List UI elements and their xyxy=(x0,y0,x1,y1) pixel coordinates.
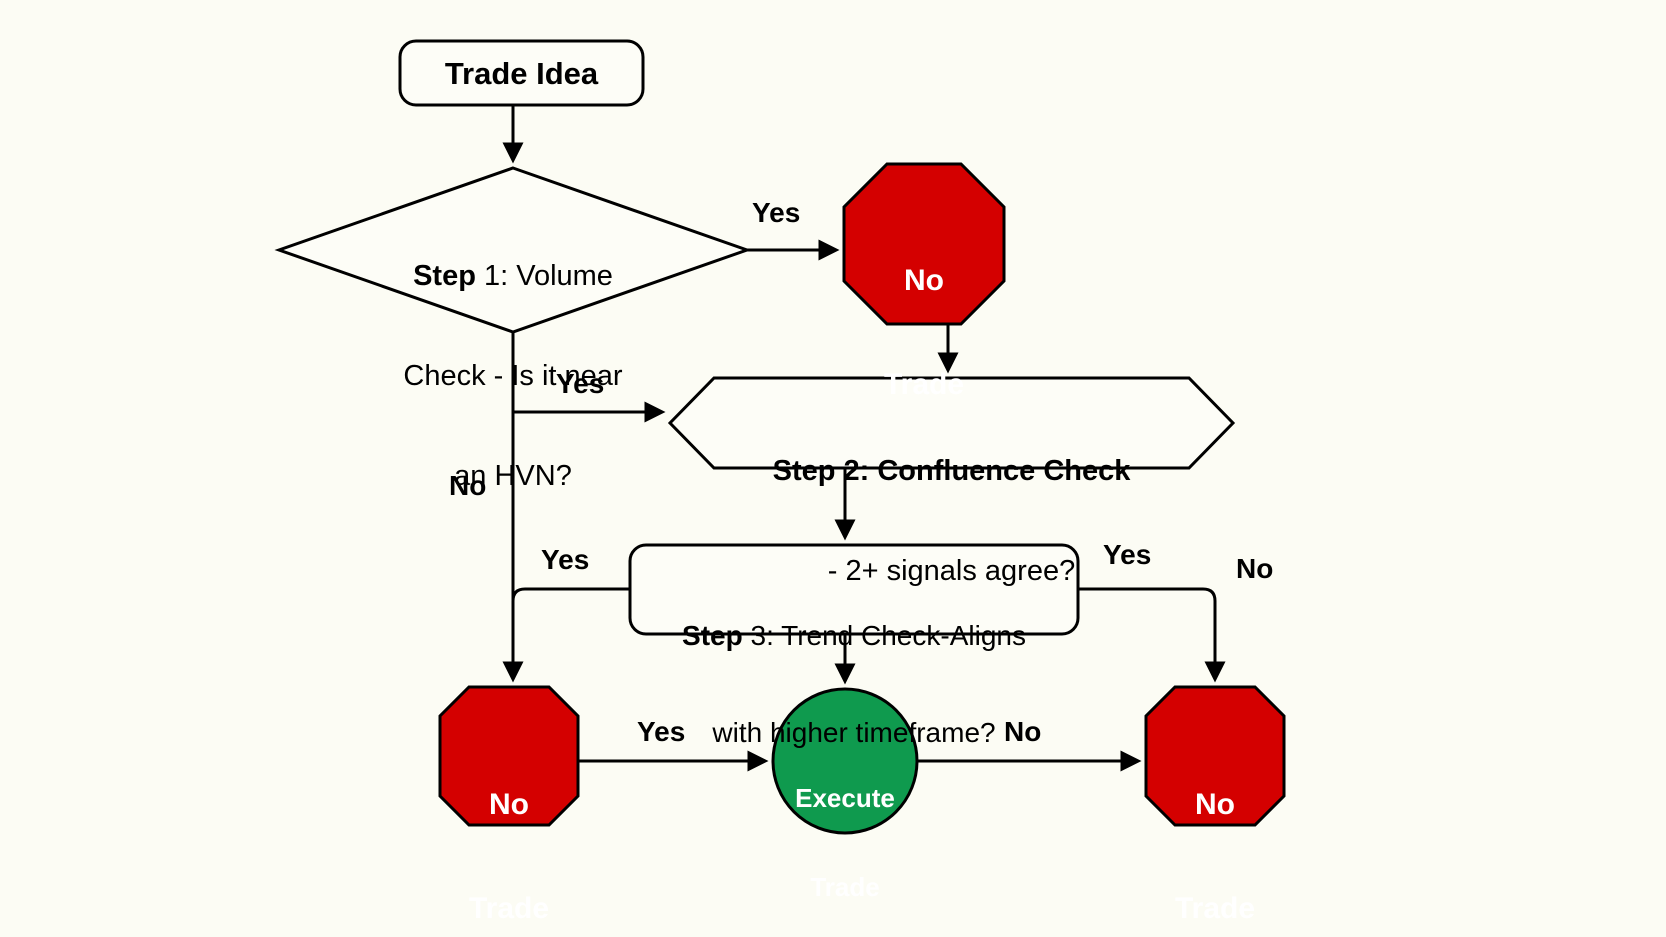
edge-label-yes-bottom-left: Yes xyxy=(637,716,686,747)
node-step-3[interactable] xyxy=(628,543,1080,636)
edge-label-no-bottom-right: No xyxy=(1004,716,1042,747)
node-no-trade-bottom-left[interactable] xyxy=(438,685,580,827)
node-execute-trade[interactable] xyxy=(771,687,919,835)
edge-step-3-left-to-no-trade-bottom-left xyxy=(502,587,630,683)
node-no-trade-top-right[interactable] xyxy=(842,162,1006,326)
node-trade-idea[interactable] xyxy=(398,39,645,107)
edge-step-3-right-to-no-trade-bottom-right xyxy=(1078,587,1226,683)
node-step-1[interactable] xyxy=(274,166,752,334)
edge-label-yes-step3-left: Yes xyxy=(541,544,590,575)
node-step-2[interactable] xyxy=(667,376,1236,470)
edge-label-yes-step1-down-right: Yes xyxy=(556,368,605,399)
edge-label-no-far-right: No xyxy=(1236,553,1274,584)
edge-label-yes-step3-right: Yes xyxy=(1103,539,1152,570)
edge-label-no-step1-down: No xyxy=(449,470,487,501)
node-no-trade-bottom-right[interactable] xyxy=(1144,685,1286,827)
edge-label-yes-step1-right: Yes xyxy=(752,197,801,228)
